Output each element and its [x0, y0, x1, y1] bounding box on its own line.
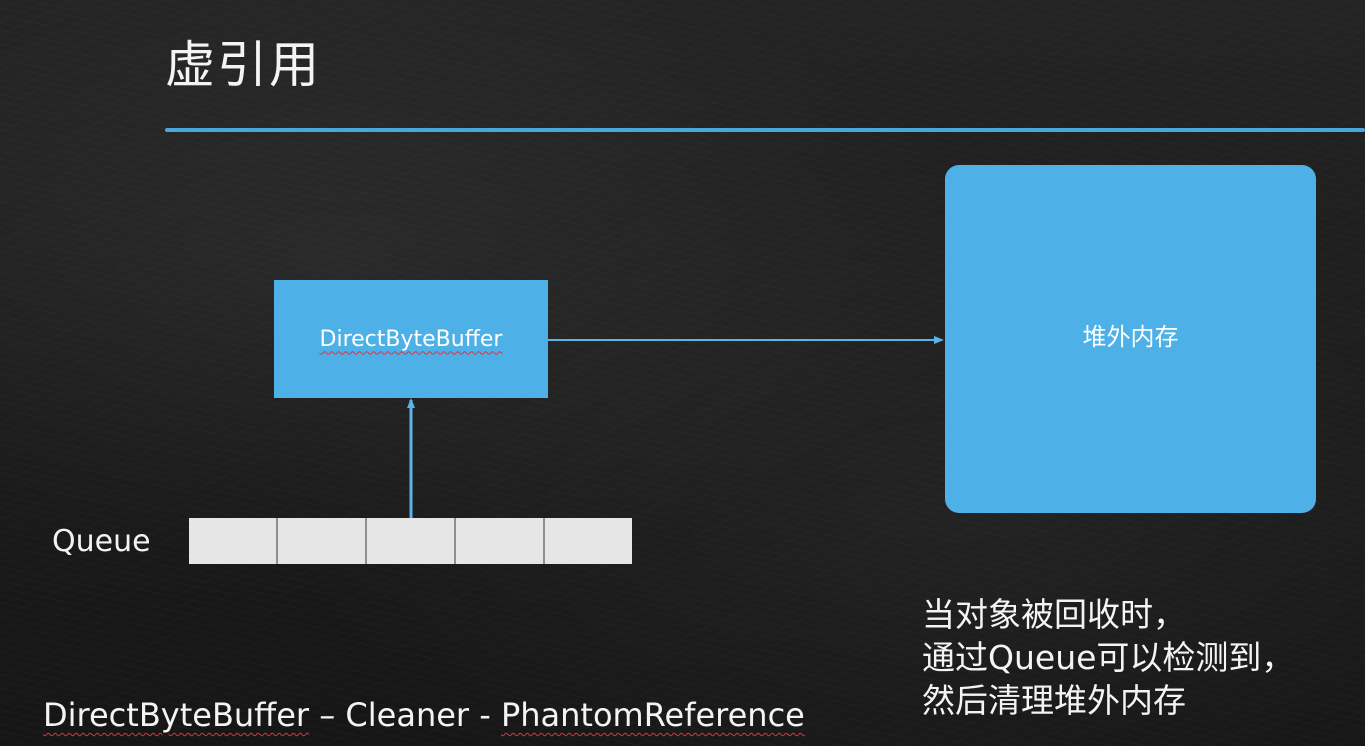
- queue-cell: [545, 518, 632, 564]
- note-line: 当对象被回收时，: [922, 595, 1186, 634]
- footer-phantom-reference: PhantomReference: [500, 696, 805, 734]
- direct-byte-buffer-box: DirectByteBuffer: [274, 280, 548, 398]
- queue-cell: [278, 518, 367, 564]
- direct-byte-buffer-label: DirectByteBuffer: [319, 326, 503, 352]
- title-underline: [165, 128, 1365, 132]
- queue-cell: [456, 518, 545, 564]
- note-line: 然后清理堆外内存: [922, 681, 1186, 720]
- footer-separator: – Cleaner -: [309, 696, 501, 734]
- queue-label: Queue: [52, 524, 151, 559]
- queue-cell: [189, 518, 278, 564]
- footer-direct-byte-buffer: DirectByteBuffer: [43, 696, 310, 734]
- footer-caption: DirectByteBuffer – Cleaner - PhantomRefe…: [43, 694, 805, 736]
- queue-cell: [367, 518, 456, 564]
- explanation-note: 当对象被回收时， 通过Queue可以检测到， 然后清理堆外内存: [922, 593, 1294, 722]
- note-line: 通过Queue可以检测到，: [922, 638, 1295, 677]
- off-heap-memory-label: 堆外内存: [1082, 322, 1179, 351]
- slide-title: 虚引用: [165, 36, 321, 94]
- queue: [189, 518, 632, 564]
- off-heap-memory-box: 堆外内存: [945, 165, 1316, 513]
